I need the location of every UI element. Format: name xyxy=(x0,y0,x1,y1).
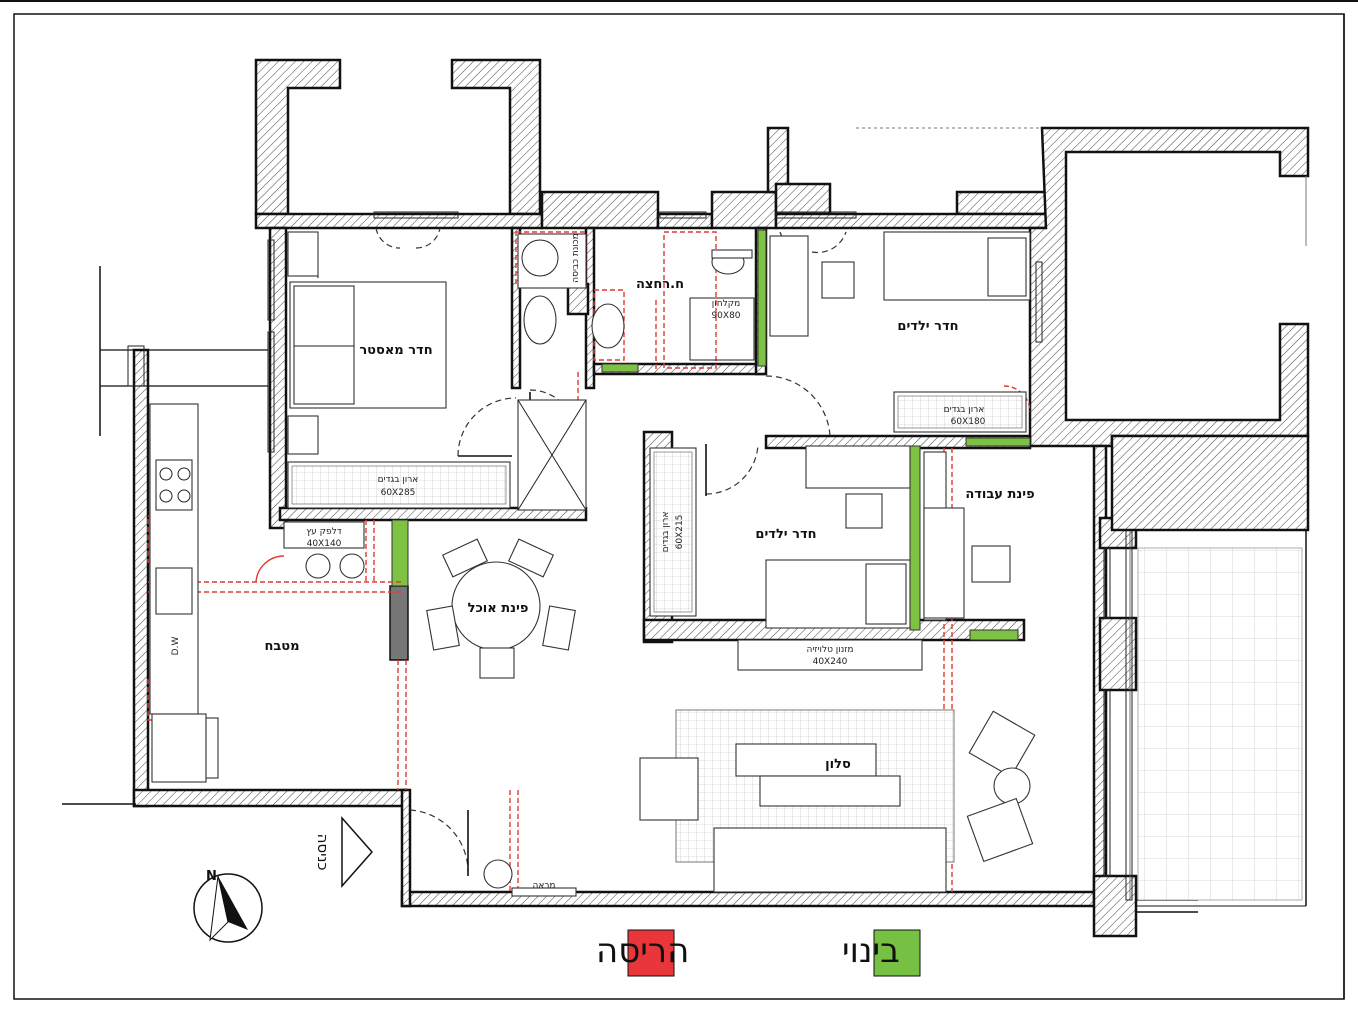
legend-construction-label: בינוי xyxy=(842,931,900,971)
walls xyxy=(132,58,1310,938)
legend-construction-swatch xyxy=(873,929,921,977)
room-living: סלון xyxy=(825,757,851,772)
entrance-arrow-icon xyxy=(341,816,374,888)
room-bathroom: ח.רחצה xyxy=(636,277,684,292)
tv-unit-label: מזנון טלויזיה xyxy=(806,645,853,655)
furniture xyxy=(149,231,1036,897)
terrace-tiles xyxy=(1137,547,1303,901)
kids1-wardrobe-label: ארון בגדים xyxy=(944,405,985,415)
mirror-label: מראה xyxy=(532,881,555,891)
room-kitchen: מטבח xyxy=(264,639,299,654)
pantry-label: דלפק עץ xyxy=(306,527,341,537)
room-work-area: פינת עבודה xyxy=(965,487,1034,502)
kids1-wardrobe-size: 60X180 xyxy=(951,417,986,427)
kids2-wardrobe-label: ארון בגדים xyxy=(661,512,671,553)
furniture-labels: ארון בגדים 60X285 ארון בגדים 60X180 ארון… xyxy=(171,233,986,891)
room-kids-2: חדר ילדים xyxy=(755,527,816,542)
dishwasher-label: D.W xyxy=(171,637,181,656)
construction-walls xyxy=(391,229,1031,641)
room-kids-1: חדר ילדים xyxy=(897,319,958,334)
pantry-size: 40X140 xyxy=(307,539,342,549)
exterior-lines xyxy=(62,127,1307,913)
master-wardrobe-label: ארון בגדים xyxy=(378,475,419,485)
room-labels: חדר מאסטר ח.רחצה חדר ילדים חדר ילדים פינ… xyxy=(264,277,1034,772)
shower-label: מקלחון xyxy=(712,299,740,309)
entrance-label: כניסה xyxy=(314,834,332,871)
compass-icon: N xyxy=(193,869,263,943)
tv-unit-size: 40X240 xyxy=(813,657,848,667)
master-wardrobe-size: 60X285 xyxy=(381,488,416,498)
legend-demolition-swatch xyxy=(627,929,675,977)
legend: הריסה בינוי xyxy=(596,929,921,977)
compass-north-label: N xyxy=(206,869,217,884)
room-dining: פינת אוכל xyxy=(468,601,529,616)
room-master-bedroom: חדר מאסטר xyxy=(359,343,432,358)
washer-label: מכונת כביסה xyxy=(571,233,581,282)
legend-demolition-label: הריסה xyxy=(596,931,689,971)
kids2-wardrobe-size: 60X215 xyxy=(675,515,685,550)
shower-size: 90X80 xyxy=(711,311,740,321)
